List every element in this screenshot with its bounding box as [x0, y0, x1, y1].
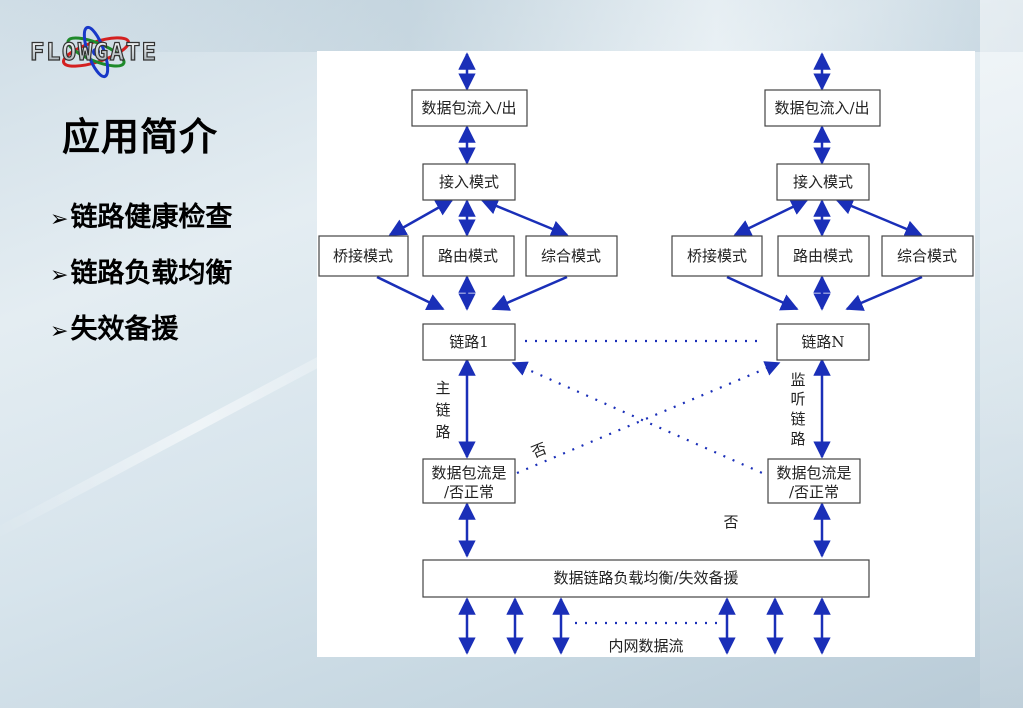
- box-left-bridge: [318, 235, 409, 277]
- box-right-mixed: [881, 235, 974, 277]
- box-left-io: [411, 89, 528, 127]
- box-left-route: [422, 235, 515, 277]
- bullet-item: ➢失效备援: [50, 310, 232, 366]
- dots-cross-left-to-linkN: [516, 361, 781, 475]
- label-right-bridge: 桥接模式: [687, 247, 747, 265]
- label-left-route: 路由模式: [438, 247, 498, 265]
- arrow-left-access-bridge: [388, 198, 454, 237]
- arrow-right-mixed-link: [845, 275, 923, 311]
- arrow-left-access-mixed: [480, 197, 569, 238]
- logo-text: FLOWGATE: [30, 38, 158, 66]
- label-internal-flow: 内网数据流: [608, 637, 683, 655]
- label-link1: 链路1: [449, 333, 489, 351]
- boxes: [318, 89, 974, 598]
- bullet-item: ➢链路健康检查: [50, 198, 232, 254]
- label-right-mixed: 综合模式: [897, 247, 957, 265]
- background-band: [0, 0, 1023, 52]
- bullet-arrow-icon: ➢: [50, 319, 69, 344]
- label-left-check-line2: /否正常: [444, 483, 494, 501]
- bullet-text: 链路负载均衡: [70, 258, 233, 289]
- box-left-mixed: [525, 235, 618, 277]
- label-right-check-line2: /否正常: [789, 483, 839, 501]
- label-left-bridge: 桥接模式: [333, 247, 393, 265]
- arrow-right-access-bridge: [733, 198, 809, 237]
- arrow-left-bridge-link: [376, 275, 445, 311]
- label-right-check-line1: 数据包流是: [776, 464, 851, 482]
- bullet-item: ➢链路负载均衡: [50, 254, 232, 310]
- arrow-left-mixed-link: [491, 275, 568, 311]
- flow-diagram-svg: 数据包流入/出 接入模式 桥接模式 路由模式 综合模式 链路1 数据包流是 /否…: [318, 52, 974, 655]
- box-right-io: [764, 89, 881, 127]
- label-right-access: 接入模式: [793, 173, 853, 191]
- label-right-route: 路由模式: [793, 247, 853, 265]
- label-monitor-link-1: 监: [790, 371, 805, 389]
- arrow-right-bridge-link: [726, 275, 799, 311]
- bullet-text: 链路健康检查: [70, 202, 233, 233]
- background-edge-highlight: [980, 0, 1023, 708]
- logo-orbit-icon: [62, 25, 130, 79]
- bullet-text: 失效备援: [70, 314, 179, 345]
- label-left-io: 数据包流入/出: [421, 99, 516, 117]
- bullet-arrow-icon: ➢: [50, 263, 69, 288]
- label-left-check-line1: 数据包流是: [431, 464, 506, 482]
- label-main-link-2: 链: [435, 401, 450, 419]
- label-right-io: 数据包流入/出: [774, 99, 869, 117]
- box-right-bridge: [671, 235, 763, 277]
- flow-diagram: 数据包流入/出 接入模式 桥接模式 路由模式 综合模式 链路1 数据包流是 /否…: [317, 51, 975, 657]
- bullet-list: ➢链路健康检查 ➢链路负载均衡 ➢失效备援: [50, 198, 232, 366]
- label-monitor-link-2: 听: [790, 390, 805, 408]
- bullet-arrow-icon: ➢: [50, 207, 69, 232]
- label-balancer: 数据链路负载均衡/失效备援: [553, 569, 738, 587]
- box-left-check: [422, 458, 516, 504]
- label-monitor-link-3: 链: [790, 410, 805, 428]
- box-right-route: [777, 235, 870, 277]
- box-right-access: [776, 163, 870, 201]
- dots-cross-right-to-link1: [511, 361, 770, 478]
- box-linkN: [776, 323, 870, 361]
- label-main-link-3: 路: [435, 423, 450, 441]
- label-no-cross: 否: [529, 439, 550, 461]
- label-main-link-1: 主: [435, 379, 450, 397]
- dotted-connectors: [511, 339, 781, 625]
- flowgate-logo: FLOWGATE: [29, 25, 158, 79]
- box-right-check: [767, 458, 861, 504]
- arrow-right-access-mixed: [835, 197, 923, 238]
- label-left-access: 接入模式: [439, 173, 499, 191]
- label-left-mixed: 综合模式: [541, 247, 601, 265]
- box-link1: [422, 323, 516, 361]
- label-monitor-link-4: 路: [790, 430, 805, 448]
- box-left-access: [422, 163, 516, 201]
- page-title: 应用简介: [62, 115, 219, 159]
- box-balancer: [422, 559, 870, 598]
- label-no-right: 否: [723, 513, 738, 531]
- arrows: [376, 52, 923, 655]
- label-linkN: 链路N: [801, 333, 844, 351]
